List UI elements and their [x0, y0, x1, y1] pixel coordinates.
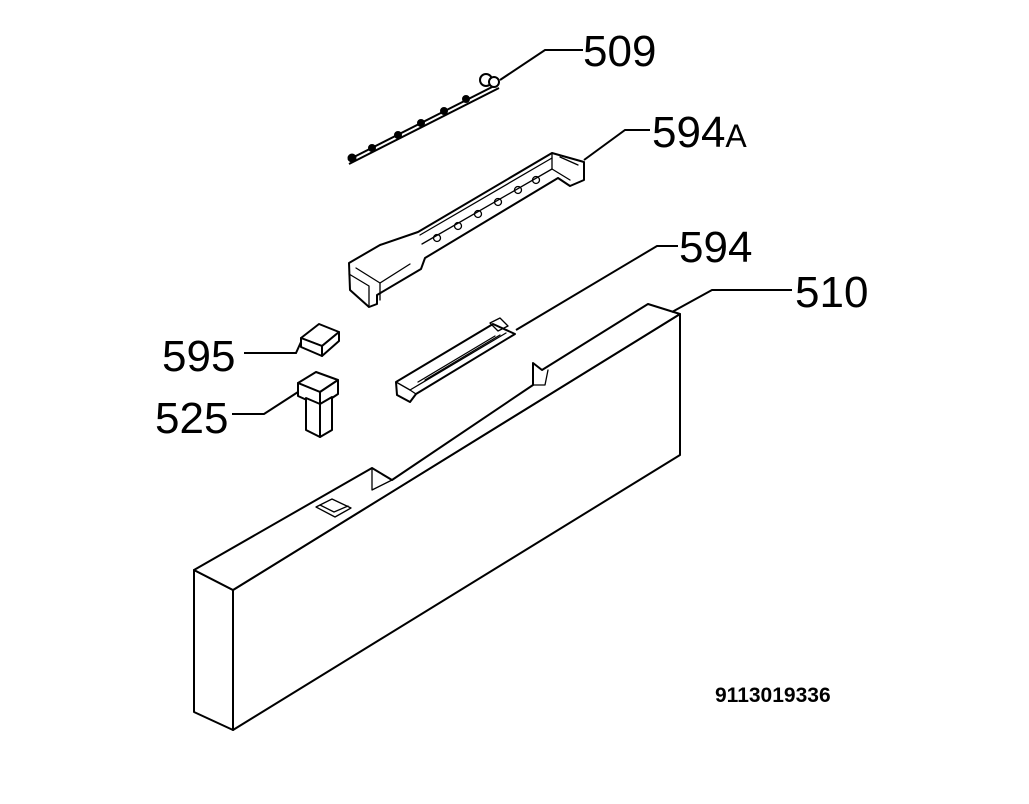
- part-510-control-panel: [193, 303, 681, 731]
- part-595-cap: [300, 323, 340, 357]
- part-594-slide-bar: [395, 317, 516, 403]
- leader-lines: [232, 49, 792, 415]
- callout-510: 510: [795, 268, 868, 317]
- callout-594: 594: [679, 223, 752, 272]
- callout-595: 595: [162, 332, 235, 381]
- part-525-button: [297, 371, 339, 438]
- part-594a-light-guide: [348, 152, 585, 308]
- callout-509: 509: [583, 27, 656, 76]
- part-509-wiring-strip: [347, 73, 500, 165]
- callout-594a: 594A: [652, 108, 747, 157]
- callout-525: 525: [155, 394, 228, 443]
- document-number: 9113019336: [715, 684, 831, 707]
